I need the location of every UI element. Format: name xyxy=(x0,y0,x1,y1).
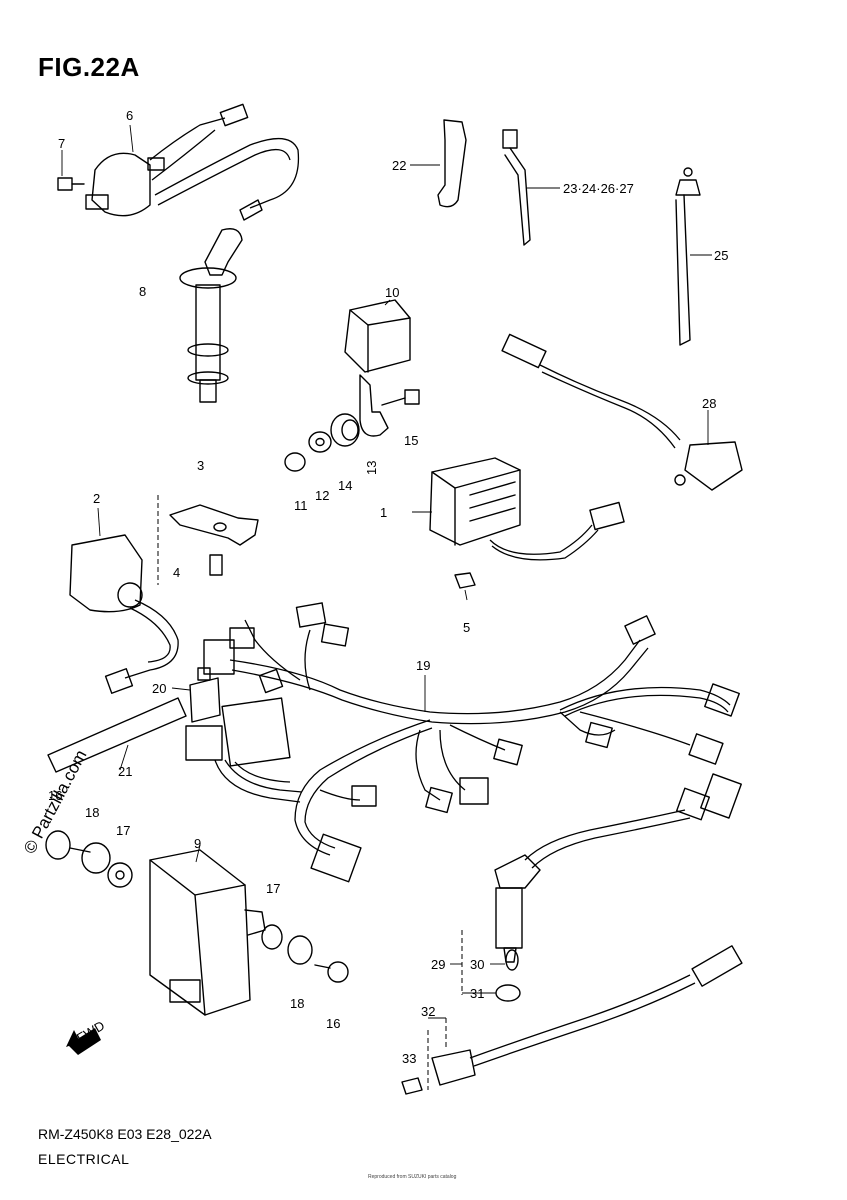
callout-18-right: 18 xyxy=(290,996,304,1011)
part-sensor-28 xyxy=(501,333,743,491)
part-long-tie-25 xyxy=(675,167,701,346)
callout-15: 15 xyxy=(404,433,418,448)
callout-19: 19 xyxy=(416,658,430,673)
callout-8: 8 xyxy=(139,284,146,299)
callout-31: 31 xyxy=(470,986,484,1001)
callout-23-24-26-27: 23·24·26·27 xyxy=(563,181,634,196)
callout-9: 9 xyxy=(194,836,201,851)
callout-12: 12 xyxy=(315,488,329,503)
part-bolt-7 xyxy=(57,177,85,191)
callout-3: 3 xyxy=(197,458,204,473)
callout-4: 4 xyxy=(173,565,180,580)
fine-print: Reproduced from SUZUKI parts catalog xyxy=(368,1174,457,1180)
callout-10: 10 xyxy=(385,285,399,300)
callout-17-left: 17 xyxy=(116,823,130,838)
figure-title: FIG.22A xyxy=(38,52,140,82)
callout-16-right: 16 xyxy=(326,1016,340,1031)
callout-33: 33 xyxy=(402,1051,416,1066)
callout-5: 5 xyxy=(463,620,470,635)
part-bolt-15 xyxy=(381,389,420,406)
part-ignition-coil xyxy=(85,103,300,221)
callout-21: 21 xyxy=(118,764,132,779)
callout-20: 20 xyxy=(152,681,166,696)
callout-16-left: 16 xyxy=(48,788,62,803)
part-connector-20 xyxy=(185,639,303,803)
callout-13: 13 xyxy=(364,461,379,475)
callout-30: 30 xyxy=(470,957,484,972)
part-bolt-5 xyxy=(454,572,476,589)
part-clamp-22 xyxy=(437,119,467,208)
callout-14: 14 xyxy=(338,478,352,493)
part-bolt-washer-right xyxy=(261,924,349,983)
diagram-code: RM-Z450K8 E03 E28_022A xyxy=(38,1126,212,1142)
callout-11: 11 xyxy=(294,498,308,513)
part-plug-cap xyxy=(179,228,243,403)
leader-lines xyxy=(61,124,712,1019)
part-tape-21 xyxy=(47,697,187,773)
part-sub-harness xyxy=(494,773,742,963)
part-regulator-rectifier xyxy=(429,457,625,561)
part-ecu xyxy=(149,849,266,1016)
part-fuse-holder xyxy=(401,945,743,1095)
part-washers xyxy=(284,413,360,472)
part-relay xyxy=(344,299,411,437)
callout-7: 7 xyxy=(58,136,65,151)
callout-6: 6 xyxy=(126,108,133,123)
part-bracket-3 xyxy=(157,495,259,585)
callout-17-right: 17 xyxy=(266,881,280,896)
callout-18-left: 18 xyxy=(85,805,99,820)
part-cable-tie xyxy=(502,129,531,246)
callout-32: 32 xyxy=(421,1004,435,1019)
part-condenser-2 xyxy=(69,534,179,694)
part-bolt-washer-left xyxy=(45,830,133,888)
fwd-arrow-icon: FWD xyxy=(66,1018,107,1055)
callout-2: 2 xyxy=(93,491,100,506)
callout-1: 1 xyxy=(380,505,387,520)
callout-22: 22 xyxy=(392,158,406,173)
section-name: ELECTRICAL xyxy=(38,1151,130,1167)
part-wiring-harness xyxy=(229,602,740,883)
callout-numbers: 1 2 3 4 5 6 7 8 9 10 11 12 13 14 15 16 1… xyxy=(48,108,728,1066)
callout-28: 28 xyxy=(702,396,716,411)
callout-25: 25 xyxy=(714,248,728,263)
callout-29: 29 xyxy=(431,957,445,972)
